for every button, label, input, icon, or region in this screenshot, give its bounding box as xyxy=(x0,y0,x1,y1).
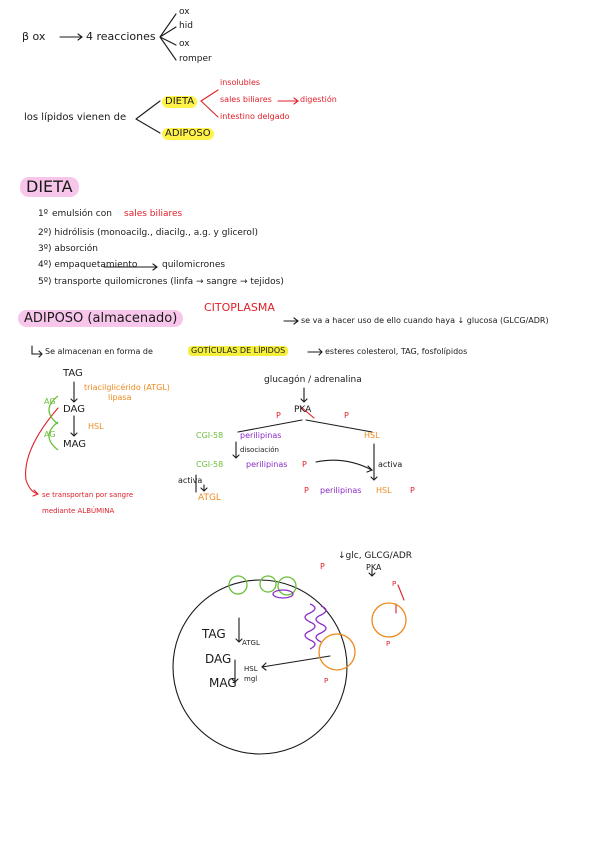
hsl-label: HSL xyxy=(88,422,104,431)
pka-label: PKA xyxy=(294,405,312,415)
dag-label: DAG xyxy=(205,652,232,666)
adiposo-tag: ADIPOSO xyxy=(162,128,214,140)
dag-label: DAG xyxy=(63,404,85,415)
cgi58-label: CGI-58 xyxy=(196,431,224,440)
transport-text: se transportan por sangre xyxy=(42,491,134,499)
activa-label: activa xyxy=(178,476,203,485)
beta-ox-label: β ox xyxy=(22,30,46,43)
tag-label: TAG xyxy=(202,627,226,641)
phosphate-label: P xyxy=(304,486,309,495)
step-text: 3º) absorción xyxy=(38,244,98,254)
pka-label: PKA xyxy=(366,563,382,572)
step-text: quilomicrones xyxy=(162,260,226,270)
almacenan-text: Se almacenan en forma de xyxy=(45,347,153,356)
cgi58-label: CGI-58 xyxy=(196,460,224,469)
phosphate-label: P xyxy=(302,460,307,469)
perilipinas-label: perilipinas xyxy=(320,486,362,495)
dieta-tag: DIETA xyxy=(162,96,198,108)
step-number: 1º xyxy=(38,209,48,219)
reaction-item: ox xyxy=(179,39,190,49)
citoplasma-label: CITOPLASMA xyxy=(204,301,275,314)
almacenan-text: esteres colesterol, TAG, fosfolípidos xyxy=(325,347,468,356)
reaction-item: romper xyxy=(179,54,212,64)
cell-top-label: ↓glc, GLCG/ADR xyxy=(338,551,413,561)
atgl-label: triacilglicérido (ATGL) xyxy=(84,383,170,392)
transport-text: mediante ALBÚMINA xyxy=(42,507,115,515)
step-text: 2º) hidrólisis (monoacilg., diacilg., a.… xyxy=(38,228,258,238)
reaction-item: ox xyxy=(179,7,190,17)
reacciones-label: 4 reacciones xyxy=(86,30,156,43)
adiposo-use-text: se va a hacer uso de ello cuando haya ↓ … xyxy=(301,316,549,325)
phosphate-label: P xyxy=(392,580,397,588)
hsl-label: HSL xyxy=(376,486,392,495)
ag-label: AG xyxy=(44,397,56,406)
hormones-label: glucagón / adrenalina xyxy=(264,375,362,385)
hsl-label: HSL xyxy=(244,665,258,673)
goticulas-highlight: GOTÍCULAS DE LÍPIDOS xyxy=(188,346,289,356)
tag-label: TAG xyxy=(63,368,83,379)
step-highlight: sales biliares xyxy=(124,209,183,219)
atgl-label: ATGL xyxy=(198,493,221,503)
step-text: emulsión con xyxy=(52,209,112,219)
lipasa-label: lipasa xyxy=(108,393,132,402)
phosphate-label: P xyxy=(324,677,329,685)
step-text: 4º) empaquetamiento xyxy=(38,260,138,270)
disociacion-label: disociación xyxy=(240,446,279,454)
phosphate-label: P xyxy=(344,411,349,420)
activa-label: activa xyxy=(378,460,403,469)
dieta-heading: DIETA xyxy=(20,177,79,197)
dieta-item: insolubles xyxy=(220,78,261,87)
perilipinas-label: perilipinas xyxy=(240,431,282,440)
mgl-label: mgl xyxy=(244,675,258,683)
dieta-item: digestión xyxy=(300,95,337,104)
ag-label: AG xyxy=(44,430,56,439)
phosphate-label: P xyxy=(410,486,415,495)
dieta-item: intestino delgado xyxy=(220,112,290,121)
dieta-item: sales biliares xyxy=(220,95,272,104)
mag-label: MAG xyxy=(63,439,87,450)
hsl-label: HSL xyxy=(364,431,380,440)
phosphate-label: P xyxy=(386,640,391,648)
phosphate-label: P xyxy=(276,411,281,420)
step-text: 5º) transporte quilomicrones (linfa → sa… xyxy=(38,277,284,287)
reaction-item: hid xyxy=(179,21,193,31)
perilipinas-label: perilipinas xyxy=(246,460,288,469)
atgl-label: ATGL xyxy=(242,639,260,647)
phosphate-label: P xyxy=(320,562,325,571)
mag-label: MAG xyxy=(209,676,237,690)
adiposo-heading: ADIPOSO (almacenado) xyxy=(18,310,184,327)
lipidos-label: los lípidos vienen de xyxy=(24,112,127,123)
